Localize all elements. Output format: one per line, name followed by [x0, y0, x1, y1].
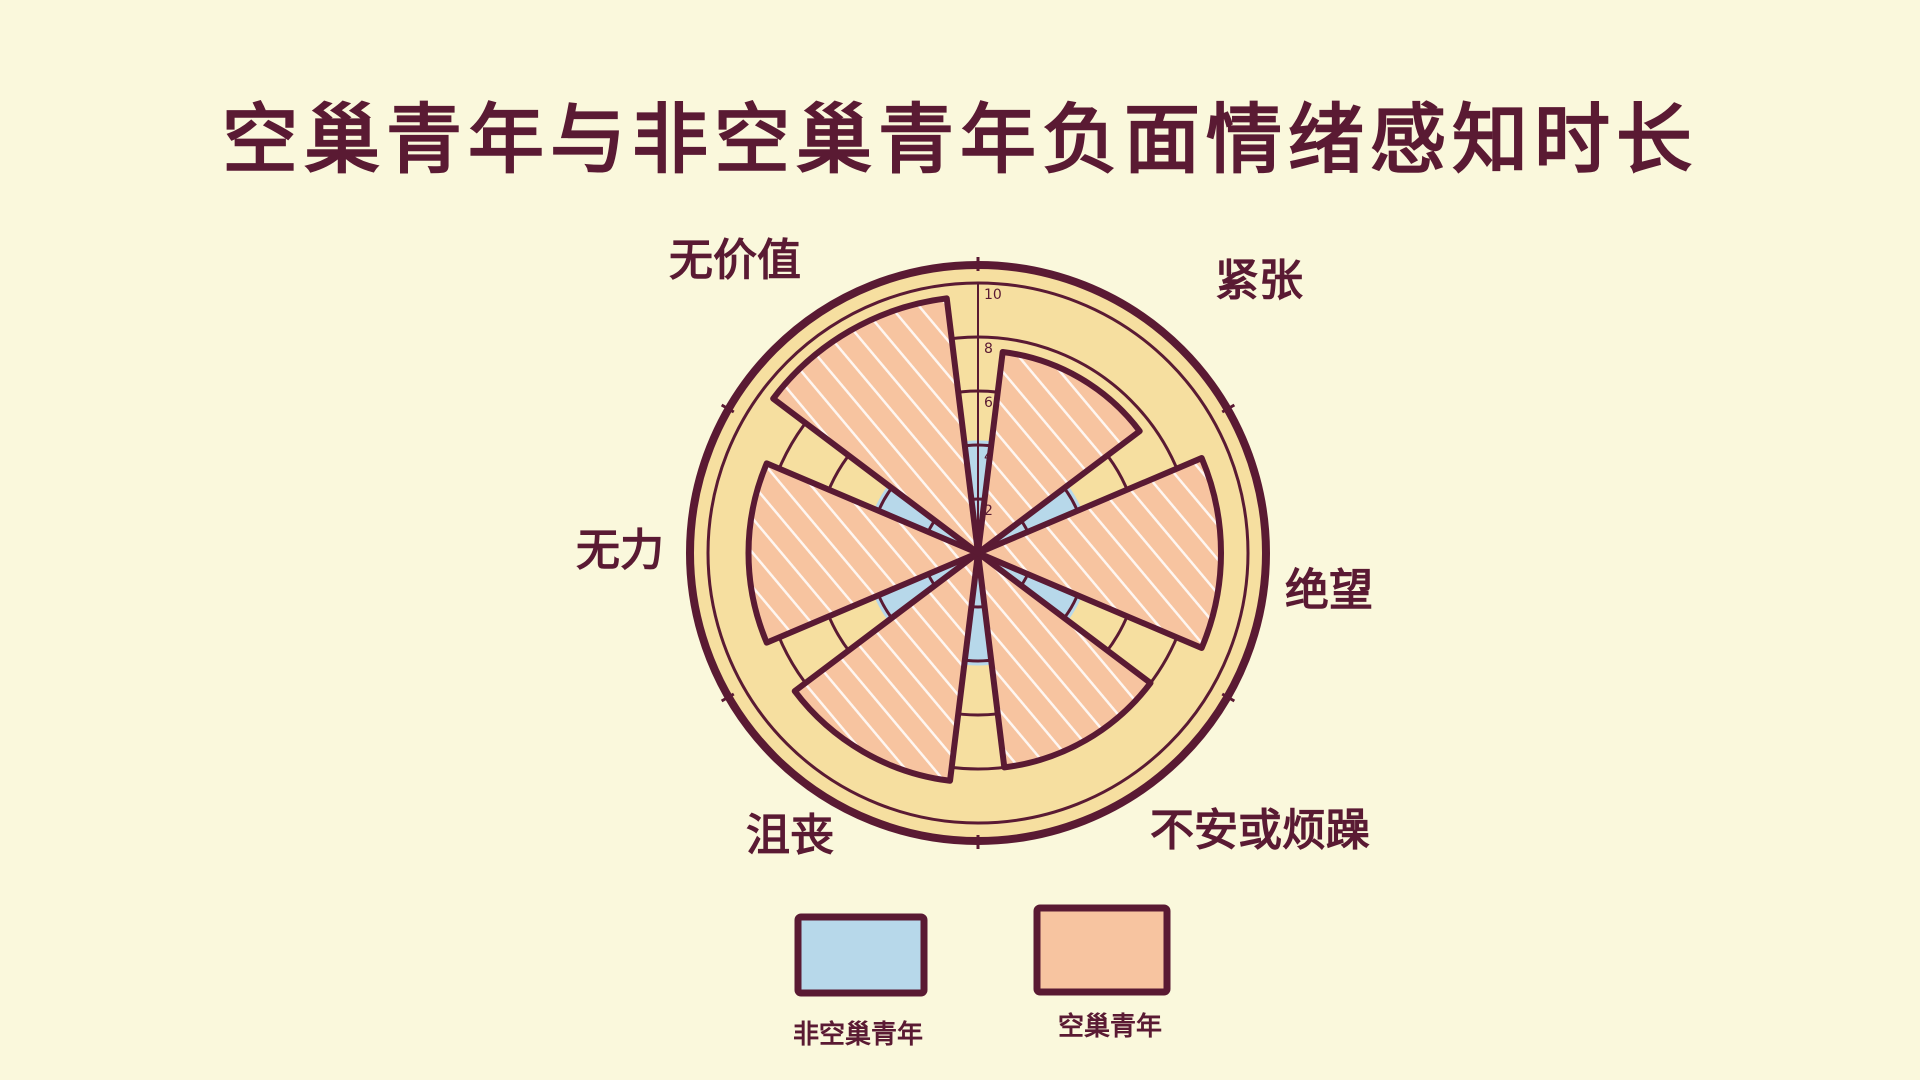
r-tick-label: 2: [984, 503, 993, 519]
sector-outline-4: [745, 460, 981, 646]
category-label: 无价值: [669, 235, 801, 286]
sector-outline-1: [975, 455, 1224, 651]
legend-swatch-1: [1033, 904, 1171, 996]
legend-label-0: 非空巢青年: [793, 1019, 923, 1050]
frame-tick: [720, 403, 735, 414]
category-label: 沮丧: [746, 810, 834, 861]
r-tick-label: 4: [984, 449, 993, 465]
frame-tick: [1221, 403, 1236, 414]
frame-tick: [1221, 692, 1236, 703]
category-label: 无力: [576, 525, 664, 576]
frame-tick: [720, 692, 735, 703]
category-label: 紧张: [1215, 255, 1303, 306]
category-label: 不安或烦躁: [1150, 805, 1370, 856]
sector-outline-0: [975, 349, 1143, 556]
r-tick-label: 6: [984, 395, 993, 411]
sector-outline-5: [770, 295, 981, 556]
r-tick-label: 10: [984, 287, 1002, 303]
sector-outline-2: [975, 550, 1154, 771]
legend-label-1: 空巢青年: [1058, 1011, 1162, 1042]
category-label: 绝望: [1285, 565, 1373, 616]
legend-swatch-0: [794, 913, 928, 997]
legend: 非空巢青年 空巢青年: [793, 904, 1171, 1050]
r-tick-label: 8: [984, 341, 993, 357]
sector-outline-3: [791, 550, 981, 784]
chart-title: 空巢青年与非空巢青年负面情绪感知时长: [222, 95, 1698, 184]
